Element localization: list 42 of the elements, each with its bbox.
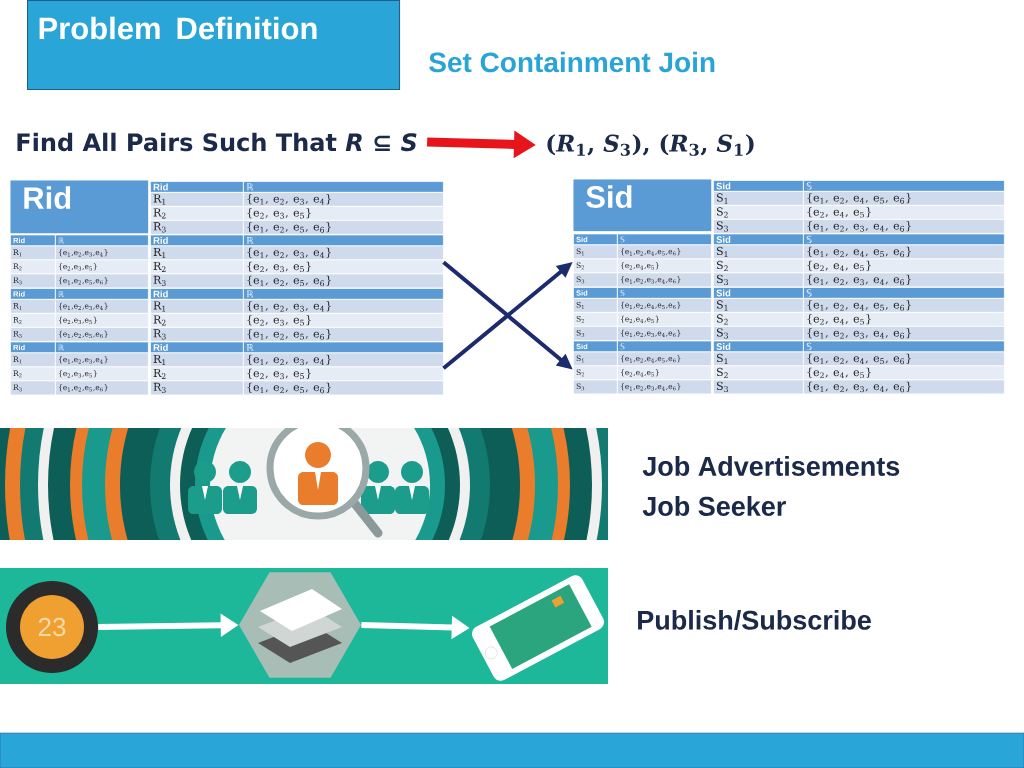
table-cell: R$_{3}$ — [150, 380, 244, 396]
phone-picture — [484, 584, 592, 669]
table-cell: R$_{3}$ — [150, 273, 244, 289]
table-header-cell: Sid — [713, 287, 804, 299]
table-cell: R$_{1}$ — [150, 299, 244, 314]
thermostat-dial: 23 — [6, 581, 98, 673]
table-cell: S$_{2}$ — [713, 365, 804, 381]
table-cell: S$_{3}$ — [713, 219, 804, 234]
caption-text: Publish/Subscribe — [638, 609, 871, 631]
table-cell: S$_{1}$ — [713, 298, 804, 313]
table-cell: R$_{1}$ — [150, 352, 244, 368]
table-cell: R$_{1}$ — [150, 245, 244, 261]
caption-text: Job Seeker — [642, 496, 786, 516]
table-cell: R$_{1}$ — [150, 192, 244, 207]
caption-text: Job Advertisements — [642, 456, 900, 476]
table-header-cell: Sid — [713, 180, 804, 192]
table-header-cell: Rid — [150, 288, 244, 300]
table-cell: R$_{2}$ — [150, 206, 244, 221]
table-cell: R$_{2}$ — [150, 366, 244, 382]
table-cell: S$_{2}$ — [713, 258, 804, 274]
table-cell: R$_{2}$ — [150, 313, 244, 328]
table-cell: S$_{2}$ — [713, 205, 804, 220]
table-header-cell: Rid — [150, 341, 244, 354]
layers-picture — [239, 572, 361, 678]
table-header-cell: Sid — [713, 340, 804, 353]
table-cell: S$_{2}$ — [713, 312, 804, 327]
subtitle-text: Set Containment Join — [429, 51, 715, 73]
title-box: Problem Definition — [27, 0, 401, 91]
table-header-cell: Rid — [150, 181, 244, 193]
table-cell: S$_{1}$ — [713, 244, 804, 260]
table-header-cell: Rid — [150, 234, 244, 247]
table-cell: R$_{2}$ — [150, 259, 244, 275]
table-header-cell: Sid — [713, 233, 804, 246]
table-cell: S$_{1}$ — [713, 191, 804, 206]
heading-text: Find All Pairs Such That R ⊆ S — [17, 132, 417, 152]
table-cell: S$_{3}$ — [713, 272, 804, 288]
table-cell: S$_{3}$ — [713, 326, 804, 341]
table-cell: S$_{1}$ — [713, 351, 804, 367]
table-cell: S$_{3}$ — [713, 379, 804, 395]
table-cell: R$_{3}$ — [150, 327, 244, 342]
table-cell: R$_{3}$ — [150, 220, 244, 235]
result-text: (R$_{1}$, S$_{3}$), (R$_{3}$, S$_{1}$) — [547, 134, 754, 156]
